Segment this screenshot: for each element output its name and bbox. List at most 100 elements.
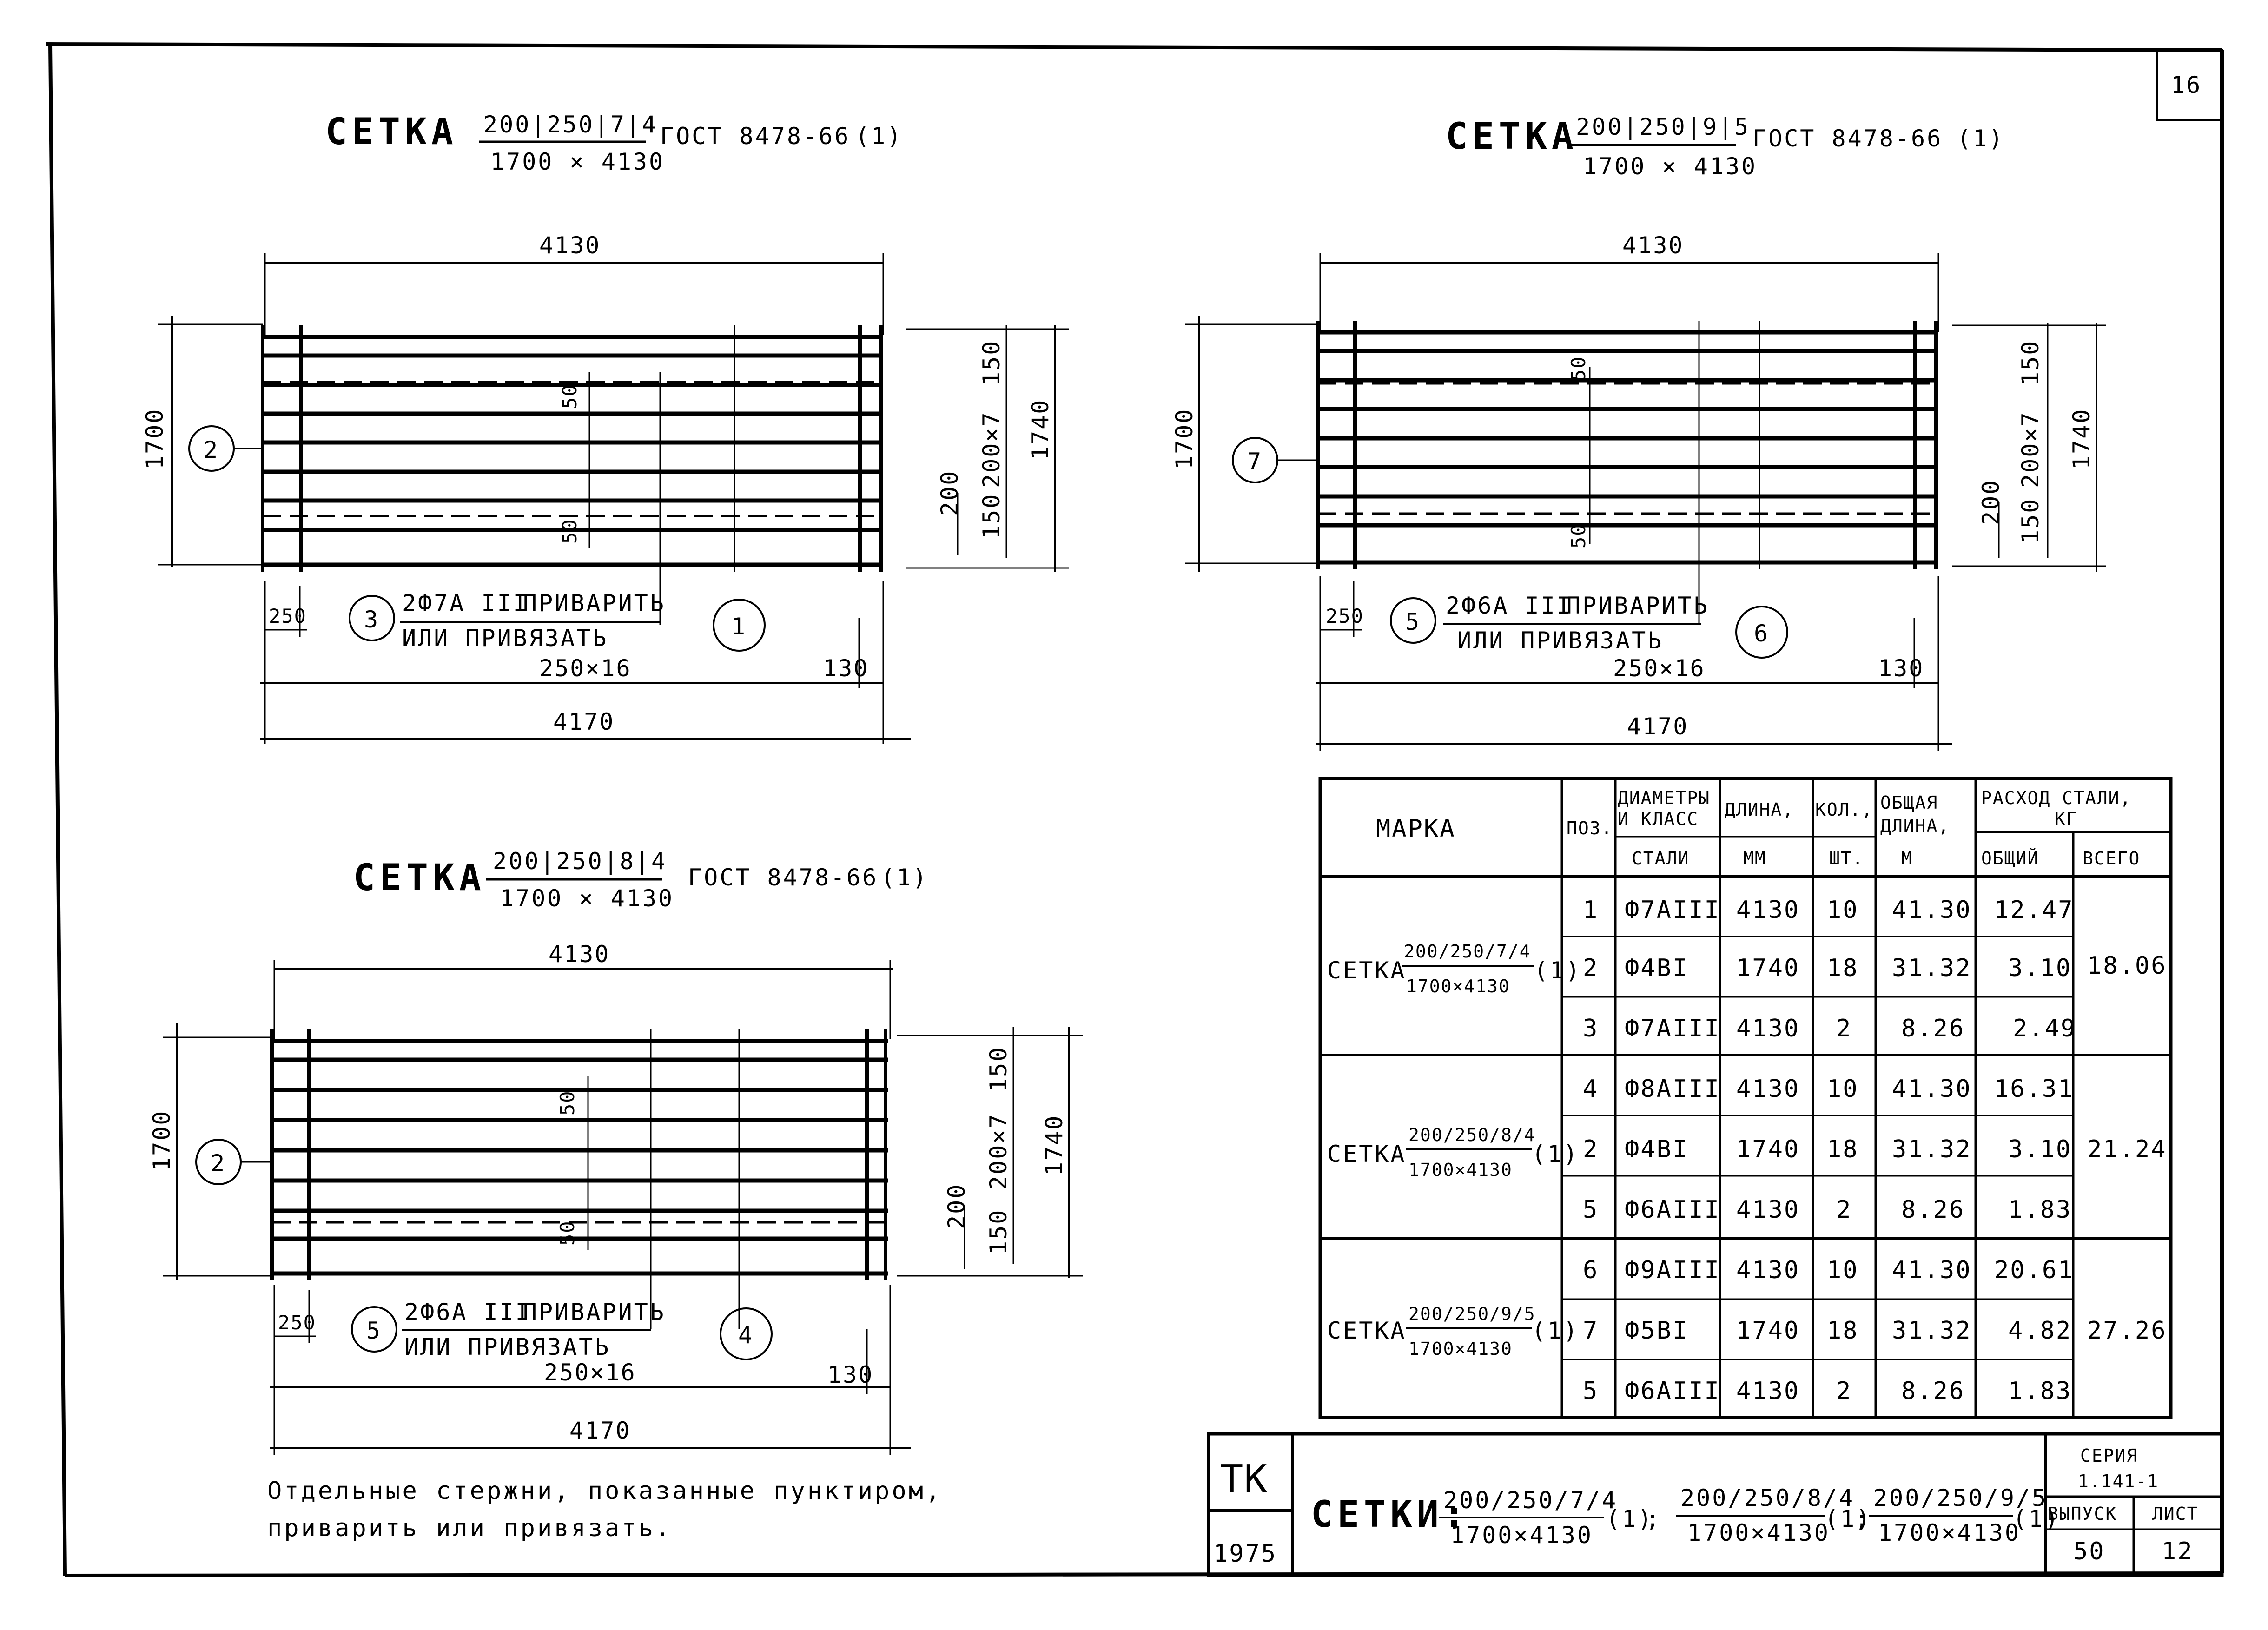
tb-sheet-label: ЛИСТ xyxy=(2152,1504,2199,1524)
mesh-a-dim-right-pitch: 200×7 xyxy=(978,411,1005,488)
g2r3-len: 4130 xyxy=(1736,1196,1800,1224)
g1r3-total: 8.26 xyxy=(1901,1015,1965,1043)
mesh-c-bars xyxy=(270,1029,888,1329)
g1r2-diam: Ф4ВI xyxy=(1625,954,1688,982)
footnote-line1: Отдельные стержни, показанные пунктиром, xyxy=(267,1477,942,1505)
g1r1-diam: Ф7АIII xyxy=(1625,896,1720,924)
mesh-a-callout-left-label: 2 xyxy=(204,436,219,463)
frame-bottom xyxy=(65,1571,2222,1577)
mesh-c-title: СЕТКА xyxy=(353,857,486,899)
mesh-a-callout-note-label: 3 xyxy=(364,606,379,633)
mesh-a-dim-spacing: 200 xyxy=(936,470,963,516)
tb-sheet-value: 12 xyxy=(2162,1538,2194,1565)
g3-all: 27.26 xyxy=(2087,1317,2167,1345)
g3-frac-bottom: 1700×4130 xyxy=(1408,1339,1513,1359)
th-steel-general: ОБЩИЙ xyxy=(1981,848,2039,869)
mesh-c-dim-bottom: 4170 xyxy=(569,1417,631,1444)
mesh-b-dim-top: 4130 xyxy=(1622,232,1684,259)
mesh-a-bars xyxy=(261,325,883,625)
mesh-drawing-c: СЕТКА 200|250|8|4 1700 × 4130 ГОСТ 8478-… xyxy=(148,848,1083,1455)
frame-top xyxy=(46,42,2222,52)
mesh-a-callout-long-label: 1 xyxy=(731,613,747,640)
mesh-c-dim-pitch: 250×16 xyxy=(544,1359,636,1386)
mesh-c-dim-top: 4130 xyxy=(549,941,610,968)
g1-mark: СЕТКА xyxy=(1327,957,1407,984)
tb-suffix3: (1) xyxy=(2013,1505,2060,1532)
g3r1-pos: 6 xyxy=(1583,1256,1599,1284)
g1r1-total: 41.30 xyxy=(1892,896,1972,924)
g2r1-qty: 10 xyxy=(1827,1075,1859,1103)
mesh-a-dim-first: 250 xyxy=(269,605,307,627)
g3r3-pos: 5 xyxy=(1583,1377,1599,1405)
mesh-c-note: 2Ф6А III xyxy=(404,1299,531,1326)
mesh-b-fraction-top: 200|250|9|5 xyxy=(1576,113,1750,140)
spec-table: МАРКА ПОЗ. ДИАМЕТРЫ И КЛАСС СТАЛИ ДЛИНА,… xyxy=(1318,777,2173,1419)
tb-suffix1: (1) xyxy=(1606,1505,1653,1532)
g2-suffix: (1) xyxy=(1532,1141,1579,1168)
mesh-b-callout-long xyxy=(1735,606,1788,659)
g3r1-qty: 10 xyxy=(1827,1256,1859,1284)
mesh-b-gost: ГОСТ 8478-66 xyxy=(1752,125,1943,152)
g2r1-len: 4130 xyxy=(1736,1075,1800,1103)
mesh-c-callout-long-label: 4 xyxy=(738,1322,754,1349)
mesh-a-dim-right-edge2: 150 xyxy=(978,493,1005,539)
mesh-c-gost: ГОСТ 8478-66 xyxy=(688,864,878,891)
g2-frac-top: 200/250/8/4 xyxy=(1408,1125,1536,1145)
g3r3-total: 8.26 xyxy=(1901,1377,1965,1405)
mesh-c-note-tie: ИЛИ ПРИВЯЗАТЬ xyxy=(404,1333,610,1360)
mesh-c-fraction-top: 200|250|8|4 xyxy=(493,848,667,875)
mesh-b-dim-bottom: 4170 xyxy=(1627,713,1688,740)
mesh-c-callout-long xyxy=(720,1307,773,1360)
g2r2-len: 1740 xyxy=(1736,1135,1800,1163)
tb-suffix2: (1) xyxy=(1825,1505,1872,1532)
g1r3-diam: Ф7АIII xyxy=(1625,1015,1720,1043)
g2r2-qty: 18 xyxy=(1827,1135,1859,1163)
g1-suffix: (1) xyxy=(1534,957,1581,984)
mesh-a-fraction-bottom: 1700 × 4130 xyxy=(490,148,665,175)
g3r3-gen: 1.83 xyxy=(2008,1377,2072,1405)
mesh-c-offset1: 50 xyxy=(556,1090,579,1115)
g3r2-total: 31.32 xyxy=(1892,1317,1972,1345)
mesh-b-dim-spacing: 200 xyxy=(1977,479,2004,525)
g1r2-len: 1740 xyxy=(1736,954,1800,982)
mesh-b-title: СЕТКА xyxy=(1446,116,1578,158)
g3r3-qty: 2 xyxy=(1836,1377,1852,1405)
mesh-b-note-tie: ИЛИ ПРИВЯЗАТЬ xyxy=(1457,627,1663,654)
tb-frac1-top: 200/250/7/4 xyxy=(1443,1487,1618,1514)
mesh-a-gost: ГОСТ 8478-66 xyxy=(660,123,850,150)
g2r2-diam: Ф4ВI xyxy=(1625,1135,1688,1163)
g2r3-total: 8.26 xyxy=(1901,1196,1965,1224)
tb-issue-value: 50 xyxy=(2073,1538,2105,1565)
mesh-a-dim-right-total: 1740 xyxy=(1027,399,1054,460)
th-total-1: ОБЩАЯ xyxy=(1880,792,1938,813)
g3r2-qty: 18 xyxy=(1827,1317,1859,1345)
g3-mark: СЕТКА xyxy=(1327,1317,1407,1344)
mesh-c-callout-note xyxy=(351,1306,397,1353)
mesh-b-note-weld: ПРИВАРИТЬ xyxy=(1567,592,1709,619)
g2r1-total: 41.30 xyxy=(1892,1075,1972,1103)
th-len-2: ММ xyxy=(1743,848,1766,869)
g3r2-gen: 4.82 xyxy=(2008,1317,2072,1345)
g3r2-pos: 7 xyxy=(1583,1317,1599,1345)
g3r2-diam: Ф5ВI xyxy=(1625,1317,1688,1345)
mesh-a-note-tie: ИЛИ ПРИВЯЗАТЬ xyxy=(402,625,608,652)
mesh-a-dim-right-edge1: 150 xyxy=(978,340,1005,386)
g2r2-gen: 3.10 xyxy=(2008,1135,2072,1163)
tb-frac3-bottom: 1700×4130 xyxy=(1878,1519,2021,1546)
mesh-b-dim-right-total: 1740 xyxy=(2068,408,2095,469)
mesh-b-dim-pitch: 250×16 xyxy=(1613,655,1706,682)
g1r1-len: 4130 xyxy=(1736,896,1800,924)
mesh-b-dim-end: 130 xyxy=(1878,655,1924,682)
th-steel-1: РАСХОД СТАЛИ, xyxy=(1981,788,2131,808)
mesh-c-dim-end: 130 xyxy=(827,1361,873,1388)
title-block: ТК 1975 СЕТКИ: 200/250/7/4 1700×4130 (1)… xyxy=(1207,1432,2224,1577)
mesh-c-note-weld: ПРИВАРИТЬ xyxy=(523,1299,666,1326)
mesh-b-note: 2Ф6А III xyxy=(1446,592,1573,619)
g2r3-diam: Ф6АIII xyxy=(1625,1196,1720,1224)
mesh-a-note-weld: ПРИВАРИТЬ xyxy=(523,590,666,617)
mesh-b-dim-left: 1700 xyxy=(1171,408,1198,469)
mesh-drawing-b: СЕТКА 200|250|9|5 1700 × 4130 ГОСТ 8478-… xyxy=(1171,113,2106,751)
tb-frac3-top: 200/250/9/5 xyxy=(1873,1485,2048,1511)
mesh-a-callout-note xyxy=(349,595,395,641)
